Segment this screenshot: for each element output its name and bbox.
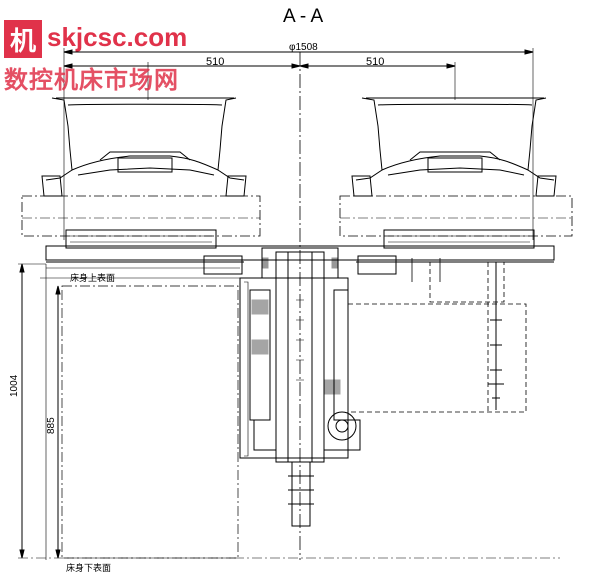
dim-line-510-right	[299, 62, 456, 100]
right-wheel-rim	[351, 97, 557, 197]
dim-vertical-inner-label: 885	[46, 417, 57, 434]
right-actuator-rod	[488, 262, 504, 410]
lower-shaft	[288, 461, 314, 527]
watermark-logo: 机	[4, 20, 42, 58]
bed-frame-left	[61, 285, 239, 559]
rotary-table-plate	[45, 229, 555, 275]
dim-line-510-left	[63, 63, 301, 69]
dim-vertical-1004	[19, 263, 25, 559]
drive-unit-outline	[347, 261, 527, 413]
dim-left-label: 510	[206, 56, 225, 68]
dim-total-label: φ1508	[289, 42, 318, 53]
watermark-url: skjcsc.com	[47, 22, 188, 52]
watermark-site-name: 数控机床市场网	[4, 65, 179, 94]
dim-right-label: 510	[366, 56, 385, 68]
section-title: A - A	[283, 6, 324, 27]
dim-vertical-885	[55, 285, 61, 559]
left-wheel-rim	[41, 97, 247, 197]
dim-line-total	[63, 48, 534, 240]
lower-surface-label: 床身下表面	[66, 564, 112, 574]
dim-vertical-outer-label: 1004	[9, 374, 20, 397]
upper-surface-label: 床身上表面	[70, 274, 116, 284]
